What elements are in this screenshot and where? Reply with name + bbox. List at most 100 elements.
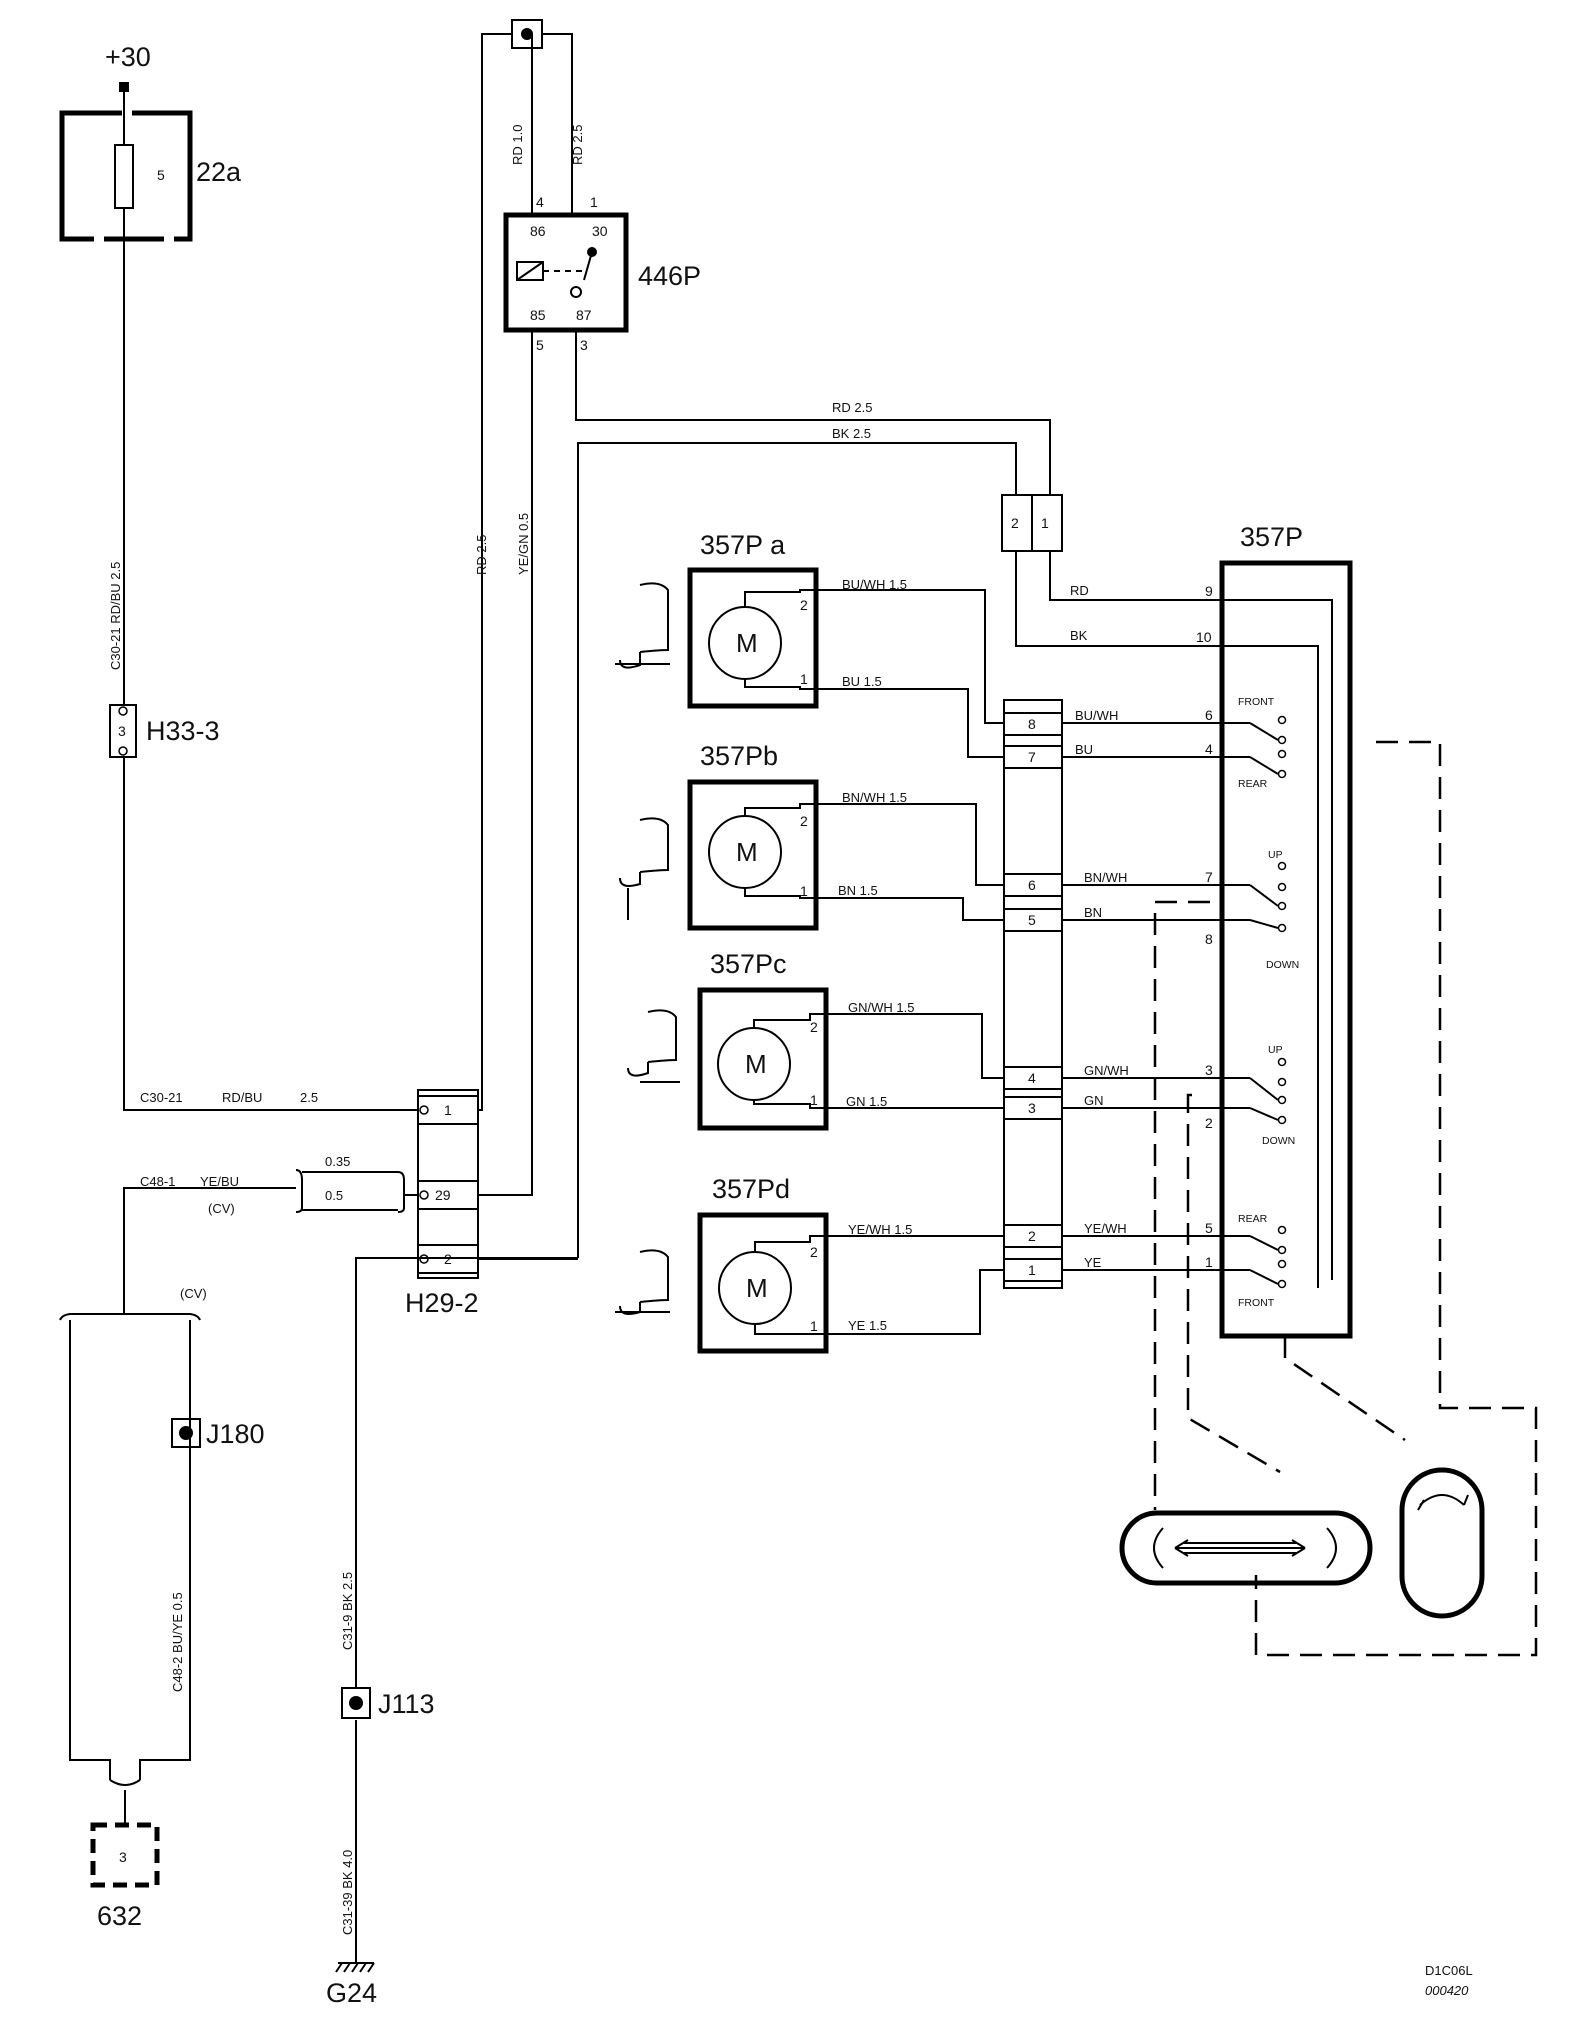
- cv-unit-label: 632: [97, 1901, 142, 1931]
- svg-text:8: 8: [1205, 931, 1213, 947]
- svg-text:5: 5: [157, 167, 165, 183]
- motor-c-label: 357Pc: [710, 949, 787, 979]
- motor-357pc: M 2 1 GN/WH 1.5 GN 1.5: [697, 987, 1004, 1131]
- motor-d-label: 357Pd: [712, 1174, 790, 1204]
- footer-date: 000420: [1425, 1983, 1469, 1998]
- wire-label-rd-bu-h: RD/BU: [222, 1090, 262, 1105]
- wire-label-rd-bu-vertical: C30-21 RD/BU 2.5: [108, 562, 123, 670]
- svg-text:4: 4: [1205, 741, 1213, 757]
- h29-label: H29-2: [405, 1288, 479, 1318]
- connector-top: 2 1: [1001, 494, 1222, 647]
- switch-unit-357p: 9 10 6 4 7 8 3 2 5 1 FRONT REAR UP DOWN …: [1196, 560, 1353, 1339]
- connector-h29-2: 1 29 2: [417, 1089, 479, 1279]
- wire-label-c48-1: C48-1: [140, 1174, 175, 1189]
- wire-label-top-rd-10: RD 1.0: [510, 125, 525, 165]
- svg-text:30: 30: [592, 223, 608, 239]
- svg-text:M: M: [745, 1049, 767, 1079]
- fuse-label: 22a: [196, 157, 242, 187]
- wire-label-rd-25-vertical: RD 2.5: [474, 535, 489, 575]
- seat-icon-d: [615, 1249, 670, 1315]
- fuse-22a: 5: [59, 110, 193, 242]
- svg-text:BN/WH 1.5: BN/WH 1.5: [842, 790, 907, 805]
- svg-text:BN 1.5: BN 1.5: [838, 883, 878, 898]
- svg-text:1: 1: [800, 671, 808, 687]
- mechanical-links: [1153, 740, 1538, 1657]
- svg-text:2: 2: [800, 813, 808, 829]
- svg-text:86: 86: [530, 223, 546, 239]
- connector-h33-3: 3: [109, 704, 137, 758]
- ground-symbol: [335, 1962, 375, 1973]
- svg-text:1: 1: [800, 883, 808, 899]
- svg-text:6: 6: [1028, 877, 1036, 893]
- wire-label-rd-horizontal: RD 2.5: [832, 400, 872, 415]
- wire-label-bk-lower: C31-39 BK 4.0: [340, 1850, 355, 1935]
- ground-label: G24: [326, 1978, 377, 2008]
- svg-text:8: 8: [1028, 716, 1036, 732]
- relay-label: 446P: [638, 261, 701, 291]
- wire-label-sw-rd: RD: [1070, 583, 1089, 598]
- svg-text:GN/WH: GN/WH: [1084, 1063, 1129, 1078]
- svg-text:1: 1: [1041, 515, 1049, 531]
- svg-text:BN/WH: BN/WH: [1084, 870, 1127, 885]
- svg-text:5: 5: [536, 337, 544, 353]
- svg-text:2: 2: [810, 1244, 818, 1260]
- wire-label-ye-bu: YE/BU: [200, 1174, 239, 1189]
- switch-unit-label: 357P: [1240, 522, 1303, 552]
- svg-text:5: 5: [1028, 912, 1036, 928]
- wire-label-bk-horizontal: BK 2.5: [832, 426, 871, 441]
- seat-control-knob: [1119, 1510, 1373, 1586]
- h33-label: H33-3: [146, 716, 220, 746]
- svg-text:7: 7: [1028, 749, 1036, 765]
- motor-357pd: M 2 1 YE/WH 1.5 YE 1.5: [697, 1212, 1004, 1354]
- svg-text:9: 9: [1205, 583, 1213, 599]
- svg-text:1: 1: [810, 1092, 818, 1108]
- wire-label-cv: (CV): [208, 1201, 235, 1216]
- svg-text:2: 2: [800, 597, 808, 613]
- cv-unit-632: 3: [90, 1779, 160, 1888]
- svg-text:2: 2: [1028, 1228, 1036, 1244]
- svg-text:BU/WH: BU/WH: [1075, 708, 1118, 723]
- wire-label-c30-21: C30-21: [140, 1090, 183, 1105]
- svg-text:5: 5: [1205, 1220, 1213, 1236]
- svg-text:BN: BN: [1084, 905, 1102, 920]
- relay-446p: 4 1 86 30 85 87 5 3: [478, 34, 1051, 1196]
- svg-text:YE/WH: YE/WH: [1084, 1221, 1127, 1236]
- svg-text:1: 1: [590, 194, 598, 210]
- seat-icon-c: [627, 1009, 680, 1083]
- supply-label: +30: [105, 42, 151, 72]
- j180-label: J180: [206, 1419, 265, 1449]
- svg-text:87: 87: [576, 307, 592, 323]
- svg-text:3: 3: [119, 1849, 127, 1865]
- svg-text:REAR: REAR: [1238, 778, 1268, 790]
- svg-text:2: 2: [1011, 515, 1019, 531]
- svg-text:1: 1: [444, 1102, 452, 1118]
- footer-code: D1C06L: [1425, 1963, 1473, 1978]
- svg-text:YE/WH 1.5: YE/WH 1.5: [848, 1222, 912, 1237]
- top-splice: [478, 19, 573, 1111]
- svg-text:6: 6: [1205, 707, 1213, 723]
- svg-text:GN/WH 1.5: GN/WH 1.5: [848, 1000, 914, 1015]
- svg-text:YE 1.5: YE 1.5: [848, 1318, 887, 1333]
- j113-label: J113: [378, 1689, 435, 1719]
- motor-357pb: M 2 1 BN/WH 1.5 BN 1.5: [687, 779, 1004, 931]
- svg-text:85: 85: [530, 307, 546, 323]
- wire-label-cv-2: (CV): [180, 1286, 207, 1301]
- svg-text:BU 1.5: BU 1.5: [842, 674, 882, 689]
- svg-text:29: 29: [435, 1187, 451, 1203]
- junction-j180: [171, 1418, 201, 1448]
- svg-text:DOWN: DOWN: [1266, 959, 1299, 971]
- wire-label-rd-bu-h-size: 2.5: [300, 1090, 318, 1105]
- svg-text:4: 4: [1028, 1070, 1036, 1086]
- svg-text:BU: BU: [1075, 742, 1093, 757]
- svg-text:7: 7: [1205, 869, 1213, 885]
- svg-text:1: 1: [1028, 1262, 1036, 1278]
- junction-j113: [341, 1687, 371, 1719]
- connector-block: 8 7 6 5 4 3 2 1: [1003, 699, 1063, 1289]
- svg-text:UP: UP: [1268, 1044, 1283, 1056]
- svg-text:4: 4: [536, 194, 544, 210]
- svg-text:YE: YE: [1084, 1255, 1102, 1270]
- svg-text:REAR: REAR: [1238, 1213, 1268, 1225]
- svg-text:GN: GN: [1084, 1093, 1104, 1108]
- motor-357pa: M 2 1 BU/WH 1.5 BU 1.5: [687, 567, 1004, 758]
- svg-text:2: 2: [1205, 1115, 1213, 1131]
